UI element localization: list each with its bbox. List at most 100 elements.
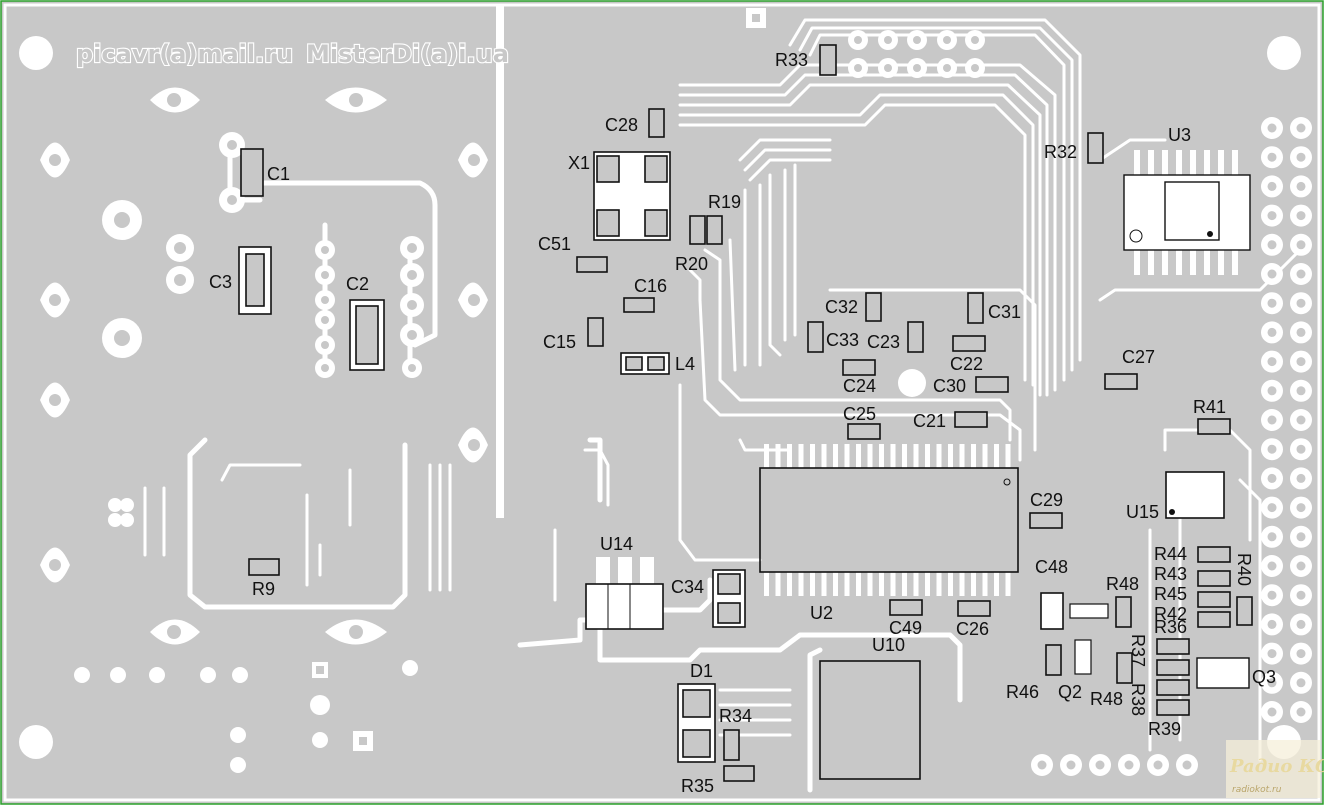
top-header-connector [746,8,985,78]
R35-body [723,765,755,782]
R35-label: R35 [681,776,714,796]
U2-pin [833,572,838,596]
U2-pin [1005,572,1011,596]
bottom-pad-row [1031,754,1198,776]
U2-pin [775,444,781,468]
C49-body [889,599,923,616]
header-pin-hole [1296,327,1306,337]
U3-inner [1164,181,1220,241]
U2-pin [994,572,999,596]
U15-body [1165,471,1225,519]
U2-pin [764,444,769,468]
header-pin-hole [1267,707,1277,717]
C32-body [865,292,882,322]
R32-label: R32 [1044,142,1077,162]
C30-body [975,376,1009,393]
U14-body [585,583,664,630]
U3-pin [1134,250,1140,275]
R46-body [1045,644,1062,676]
R19-label: R19 [708,192,741,212]
C33-body [807,321,824,353]
R33-label: R33 [775,50,808,70]
C28-body [648,108,665,138]
Q2-body [1074,639,1092,675]
U10-label: U10 [872,635,905,655]
header-pin-hole [1267,649,1277,659]
U15-label: U15 [1126,502,1159,522]
header-pin-hole [1296,678,1306,688]
bottom-pin-hole [1153,760,1163,770]
Q3-label: Q3 [1252,667,1276,687]
C34-label: C34 [671,577,704,597]
C1-label: C1 [267,164,290,184]
U2-pin [959,444,965,468]
C32-label: C32 [825,297,858,317]
header-pin-hole [1267,561,1277,571]
U14-pins [596,557,654,587]
U2-pin [890,444,896,468]
C48-body [1040,592,1064,630]
U2-pin [890,572,896,596]
U2-pin [821,444,827,468]
U3-pin [1148,150,1154,175]
U2-pin [833,444,838,468]
U2-pin [925,444,930,468]
C23-label: C23 [867,332,900,352]
bus-traces [517,18,1302,793]
header-pin-hole [1267,327,1277,337]
U2-pin [879,444,884,468]
R32-body [1087,132,1104,164]
U2-pin [798,444,804,468]
C3-label: C3 [209,272,232,292]
C33-label: C33 [826,330,859,350]
R44-label: R44 [1154,544,1187,564]
R41-label: R41 [1193,397,1226,417]
C25-label: C25 [843,404,876,424]
C26-label: C26 [956,619,989,639]
header-pin-hole [1267,152,1277,162]
C28-label: C28 [605,115,638,135]
C24-body [842,359,876,376]
C49-label: C49 [889,618,922,638]
C51-label: C51 [538,234,571,254]
R45-label: R45 [1154,584,1187,604]
email-left: picavr(a)mail.ru [76,40,293,68]
U2-pin [787,572,792,596]
U3-pin [1190,150,1196,175]
header-pin-hole [1296,561,1306,571]
left-traces [143,147,452,610]
C51-body [576,256,608,273]
left-connector-cutouts [40,87,488,645]
U2-pin [913,572,919,596]
U3-dot [1207,231,1213,237]
header-pin-hole [1296,211,1306,221]
U2-pin [936,572,942,596]
R39-body [1156,699,1190,716]
C24-label: C24 [843,376,876,396]
C48-label: C48 [1035,557,1068,577]
U3-pin [1232,250,1238,275]
board-inner-frame [3,3,1321,802]
header-pin-hole [1296,473,1306,483]
R48a-label: R48 [1106,574,1139,594]
C29-label: C29 [1030,490,1063,510]
header-pin-hole [1296,386,1306,396]
R37-body [1156,659,1190,676]
U3-pin [1204,150,1210,175]
header-pin-hole [1267,415,1277,425]
U3-pin [1162,250,1168,275]
L4-pad1 [625,356,643,371]
R20-label: R20 [675,254,708,274]
Q2-label: Q2 [1058,682,1082,702]
header-pin-hole [1267,269,1277,279]
radiokot-watermark: Paдио КОТ radiokot.ru [1226,740,1324,798]
U2-pin [948,444,953,468]
header-pin-hole [1267,590,1277,600]
U2-pin1-marker [1003,478,1011,486]
R19-body [706,215,723,245]
C30-label: C30 [933,376,966,396]
header-pin-hole [1296,444,1306,454]
bottom-pin-hole [1182,760,1192,770]
header-pin-hole [1267,386,1277,396]
